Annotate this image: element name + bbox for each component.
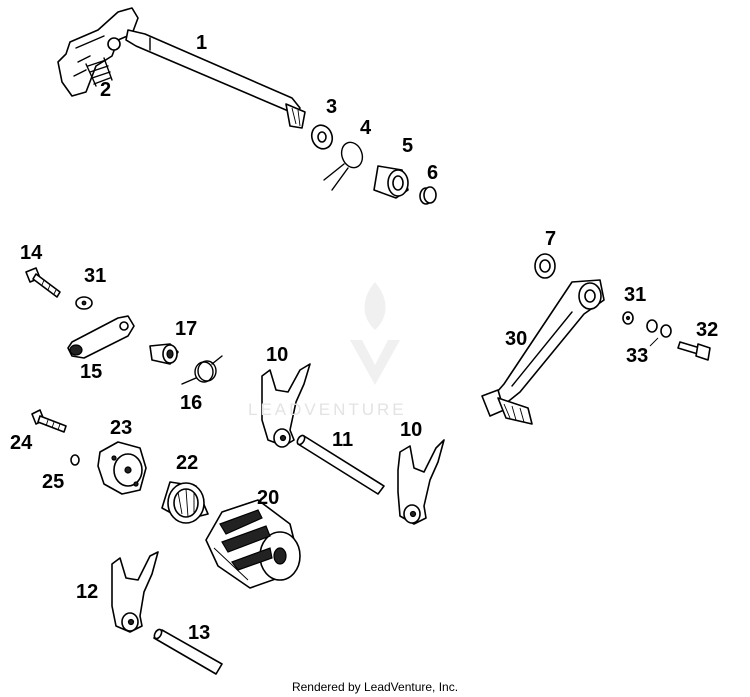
callout-24: 24 bbox=[10, 432, 33, 454]
callout-6: 6 bbox=[427, 162, 439, 184]
watermark-logo bbox=[350, 282, 400, 385]
callout-10-upper: 10 bbox=[266, 344, 289, 366]
callout-33: 33 bbox=[626, 345, 649, 367]
callout-25: 25 bbox=[42, 471, 65, 493]
part-24-screw bbox=[31, 409, 67, 433]
part-33-nuts bbox=[646, 319, 672, 347]
callout-4: 4 bbox=[360, 117, 372, 139]
part-17-roller bbox=[149, 343, 179, 365]
part-31-washer-right bbox=[622, 311, 634, 325]
callout-1: 1 bbox=[196, 32, 208, 54]
callout-7: 7 bbox=[545, 228, 557, 250]
callout-31-left: 31 bbox=[84, 265, 107, 287]
part-7-seal bbox=[534, 253, 556, 279]
part-10-shift-fork-upper bbox=[261, 363, 311, 448]
callout-2: 2 bbox=[100, 79, 112, 101]
part-32-bolt bbox=[677, 341, 711, 361]
part-10-shift-fork-lower bbox=[397, 439, 445, 525]
part-22-bearing bbox=[161, 481, 209, 524]
callout-14: 14 bbox=[20, 242, 43, 264]
callout-5: 5 bbox=[402, 135, 414, 157]
part-4-spring-clip bbox=[323, 141, 364, 191]
callout-3: 3 bbox=[326, 96, 338, 118]
callout-17: 17 bbox=[175, 318, 198, 340]
part-1-shift-shaft bbox=[57, 7, 306, 129]
callout-11: 11 bbox=[332, 429, 354, 451]
footer-credit: Rendered by LeadVenture, Inc. bbox=[291, 680, 459, 694]
callout-15: 15 bbox=[80, 361, 103, 383]
callout-10-lower: 10 bbox=[400, 419, 423, 441]
callout-13: 13 bbox=[188, 622, 211, 644]
part-15-link-plate bbox=[67, 315, 135, 359]
part-31-washer-left bbox=[75, 296, 93, 310]
part-13-rod bbox=[153, 628, 223, 675]
part-25-nut bbox=[70, 454, 80, 466]
callout-31-right: 31 bbox=[624, 284, 647, 306]
callout-12: 12 bbox=[76, 581, 99, 603]
callout-23: 23 bbox=[110, 417, 133, 439]
part-11-rod bbox=[296, 434, 385, 495]
part-14-bolt bbox=[25, 267, 61, 298]
part-20-shift-drum bbox=[205, 499, 301, 589]
part-5-bushing bbox=[373, 165, 409, 199]
callout-20: 20 bbox=[257, 487, 280, 509]
callout-30: 30 bbox=[505, 328, 528, 350]
callout-16: 16 bbox=[180, 392, 203, 414]
part-16-torsion-spring bbox=[181, 355, 223, 385]
callout-22: 22 bbox=[176, 452, 199, 474]
part-23-shift-cam bbox=[97, 441, 147, 495]
callout-32: 32 bbox=[696, 319, 719, 341]
part-12-shift-fork bbox=[111, 551, 159, 633]
part-2-spring bbox=[85, 57, 113, 87]
part-30-shift-lever bbox=[481, 279, 605, 425]
part-6-ring bbox=[419, 186, 437, 205]
part-3-washer bbox=[310, 124, 334, 150]
watermark: LEADVENTURE bbox=[248, 400, 407, 419]
